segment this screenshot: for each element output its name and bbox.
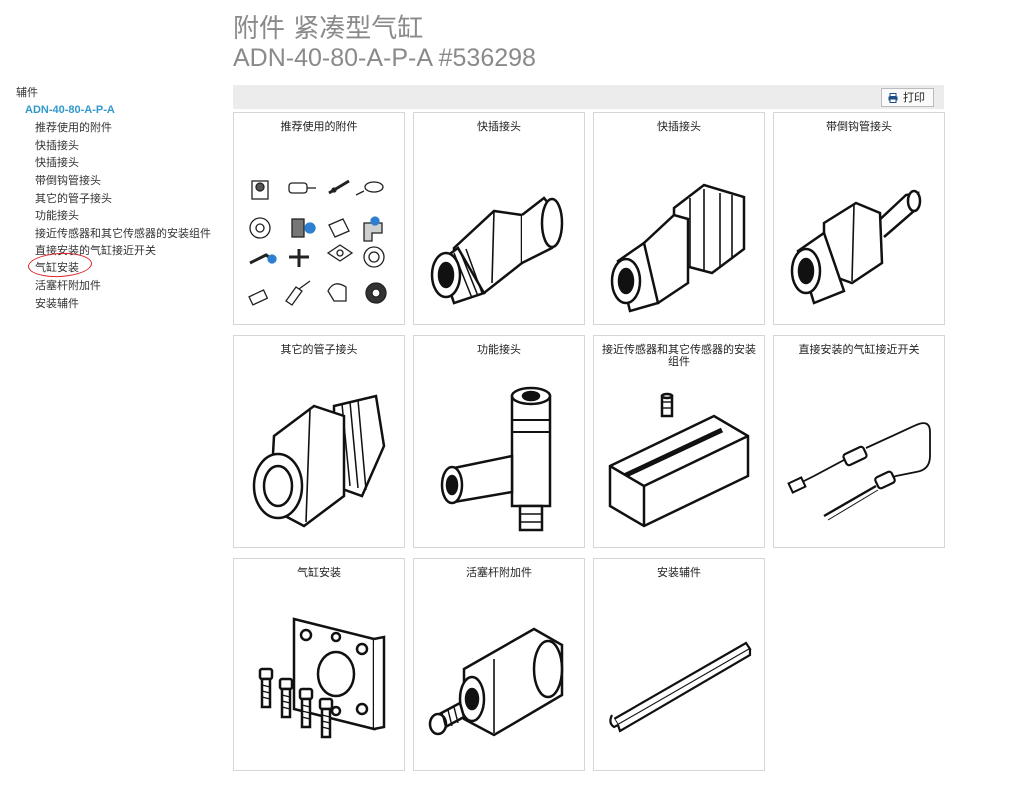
sidebar-item-mounting-aids[interactable]: 安装辅件 — [35, 296, 79, 310]
function-fitting-icon — [424, 376, 574, 536]
flange-mounting-icon — [244, 599, 394, 759]
card-label: 带倒钩管接头 — [826, 120, 892, 133]
page-title: 附件 紧凑型气缸 ADN-40-80-A-P-A #536298 — [233, 14, 536, 72]
card-label: 活塞杆附加件 — [466, 566, 532, 579]
push-in-fitting-union-icon — [604, 153, 754, 313]
sidebar-item-proximity-switch[interactable]: 直接安装的气缸接近开关 — [35, 243, 156, 257]
barbed-fitting-icon — [784, 153, 934, 313]
accessories-collage-icon — [244, 153, 394, 313]
card-sensor-kit[interactable]: 接近传感器和其它传感器的安装组件 — [593, 335, 765, 548]
sidebar-item-cylinder-mounting[interactable]: 气缸安装 — [14, 251, 219, 280]
card-rod-attachments[interactable]: 活塞杆附加件 — [413, 558, 585, 771]
card-mounting-aids[interactable]: 安装辅件 — [593, 558, 765, 771]
card-label: 功能接头 — [477, 343, 521, 356]
toolbar: 打印 — [233, 85, 944, 109]
card-label: 快插接头 — [477, 120, 521, 133]
card-label: 其它的管子接头 — [280, 343, 358, 356]
sidebar-item-other-fittings[interactable]: 其它的管子接头 — [35, 191, 112, 205]
card-label: 气缸安装 — [297, 566, 341, 579]
sidebar-list: 推荐使用的附件 快插接头 快插接头 带倒钩管接头 其它的管子接头 功能接头 接近… — [14, 119, 219, 312]
print-button[interactable]: 打印 — [881, 88, 934, 107]
page-title-product: ADN-40-80-A-P-A #536298 — [233, 44, 536, 72]
card-push-in-1[interactable]: 快插接头 — [413, 112, 585, 325]
card-other-fittings[interactable]: 其它的管子接头 — [233, 335, 405, 548]
card-label: 安装辅件 — [657, 566, 701, 579]
page-title-category: 附件 紧凑型气缸 — [233, 14, 424, 44]
mounting-rail-icon — [604, 599, 754, 759]
sidebar-item-recommended[interactable]: 推荐使用的附件 — [35, 121, 112, 135]
threaded-fitting-icon — [244, 376, 394, 536]
sidebar-item-barbed[interactable]: 带倒钩管接头 — [35, 173, 101, 187]
card-recommended[interactable]: 推荐使用的附件 — [233, 112, 405, 325]
sidebar-item-function[interactable]: 功能接头 — [35, 209, 79, 223]
sidebar-item-push-in-1[interactable]: 快插接头 — [35, 138, 79, 152]
card-cylinder-mounting[interactable]: 气缸安装 — [233, 558, 405, 771]
sidebar-item-push-in-2[interactable]: 快插接头 — [35, 156, 79, 170]
card-label: 快插接头 — [657, 120, 701, 133]
card-push-in-2[interactable]: 快插接头 — [593, 112, 765, 325]
sidebar-nav: 辅件 ADN-40-80-A-P-A 推荐使用的附件 快插接头 快插接头 带倒钩… — [14, 84, 219, 312]
print-label: 打印 — [903, 91, 925, 104]
card-function[interactable]: 功能接头 — [413, 335, 585, 548]
sidebar-item-sensor-kit[interactable]: 接近传感器和其它传感器的安装组件 — [35, 226, 211, 240]
card-barbed[interactable]: 带倒钩管接头 — [773, 112, 945, 325]
card-label: 接近传感器和其它传感器的安装组件 — [602, 343, 756, 368]
sensor-mounting-kit-icon — [604, 376, 754, 536]
rod-clevis-icon — [424, 599, 574, 759]
printer-icon — [888, 92, 898, 103]
push-in-fitting-icon — [424, 153, 574, 313]
card-proximity-switch[interactable]: 直接安装的气缸接近开关 — [773, 335, 945, 548]
sidebar-root[interactable]: 辅件 — [16, 86, 38, 99]
card-label: 推荐使用的附件 — [280, 120, 358, 133]
sidebar-item-rod-attachments[interactable]: 活塞杆附加件 — [35, 278, 101, 292]
card-label: 直接安装的气缸接近开关 — [798, 343, 920, 356]
sidebar-product[interactable]: ADN-40-80-A-P-A — [25, 103, 115, 116]
proximity-switch-icon — [784, 376, 934, 536]
